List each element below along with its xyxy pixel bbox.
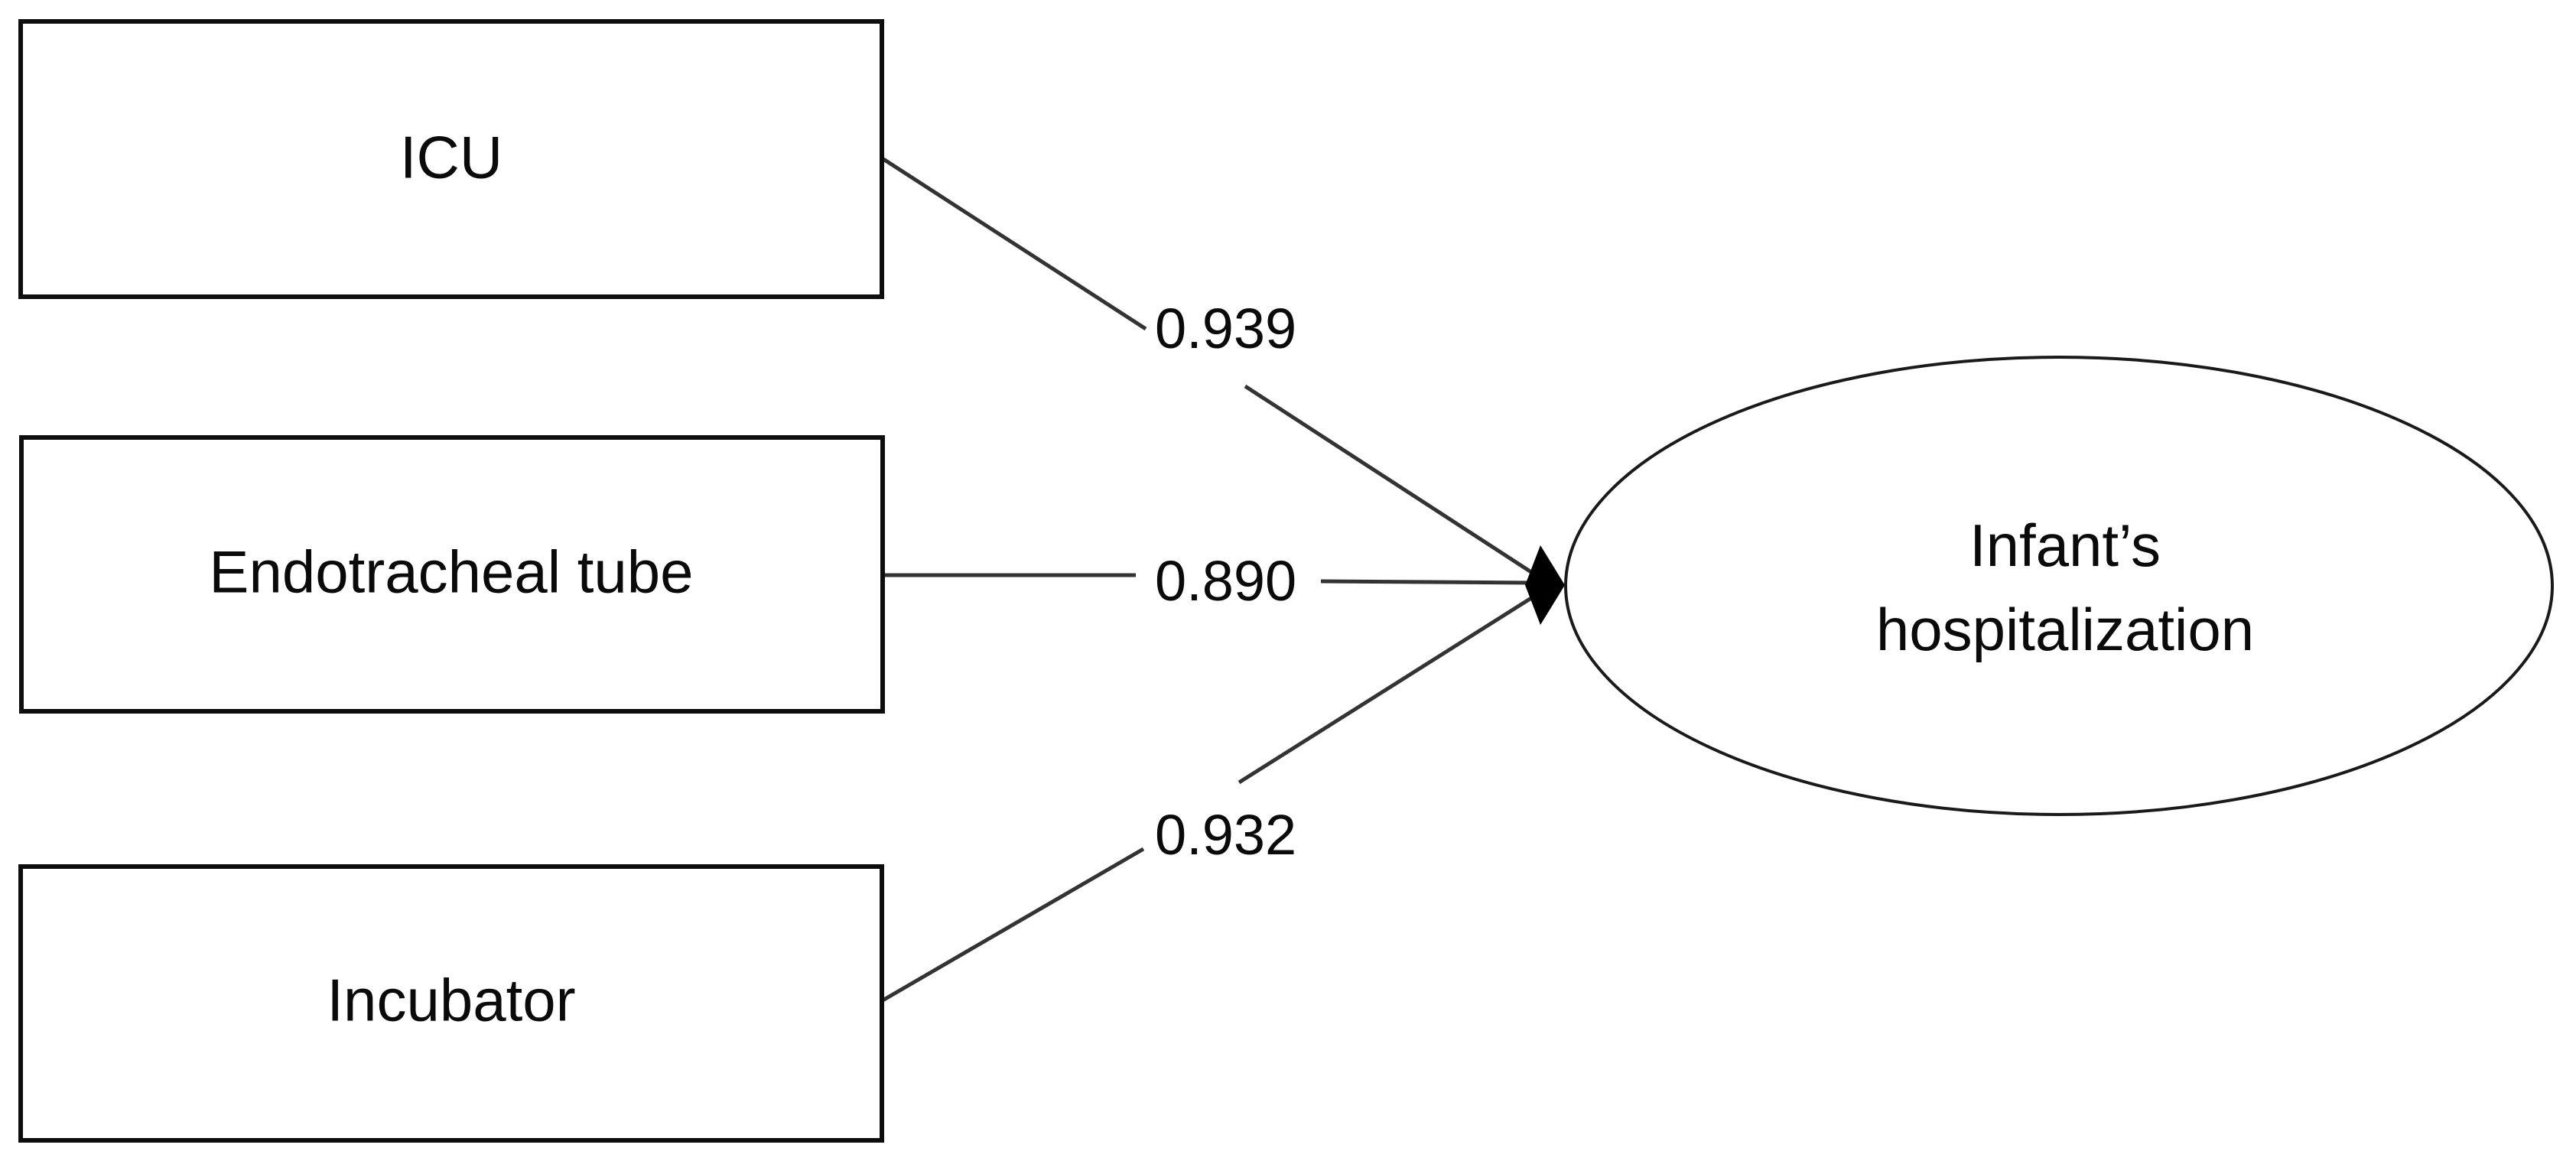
coefficient-label-incubator: 0.932 [1155, 803, 1296, 867]
path-endotracheal-to-latent [884, 573, 1534, 585]
path-line-icu-segment-b [1244, 384, 1533, 574]
node-endotracheal-tube-label: Endotracheal tube [209, 538, 693, 606]
path-line-icu-segment-a [882, 157, 1147, 331]
node-infant-hospitalization-ellipse[interactable] [1564, 356, 2554, 816]
node-infant-hospitalization-label-line1: Infant’s [1969, 512, 2161, 579]
node-icu-label: ICU [400, 124, 503, 191]
node-endotracheal-tube[interactable]: Endotracheal tube [19, 435, 885, 714]
path-line-incubator-segment-a [881, 847, 1145, 1003]
coefficient-label-icu: 0.939 [1155, 297, 1296, 360]
path-line-incubator-segment-b [1238, 596, 1533, 785]
arrowhead-icon [1525, 545, 1565, 625]
path-incubator-to-latent [881, 596, 1533, 1003]
node-incubator[interactable]: Incubator [18, 864, 884, 1143]
node-infant-hospitalization[interactable]: Infant’s hospitalization [1564, 356, 2554, 816]
node-incubator-label: Incubator [327, 967, 575, 1034]
node-endotracheal-tube-rect[interactable] [19, 435, 885, 714]
node-incubator-rect[interactable] [18, 864, 884, 1143]
path-icu-to-latent [882, 157, 1533, 574]
node-icu-rect[interactable] [18, 19, 884, 299]
node-infant-hospitalization-label-line2: hospitalization [1876, 596, 2254, 663]
path-line-endotracheal-segment-b [1320, 579, 1534, 585]
coefficient-label-endotracheal-tube: 0.890 [1155, 549, 1296, 613]
node-icu[interactable]: ICU [18, 19, 884, 299]
